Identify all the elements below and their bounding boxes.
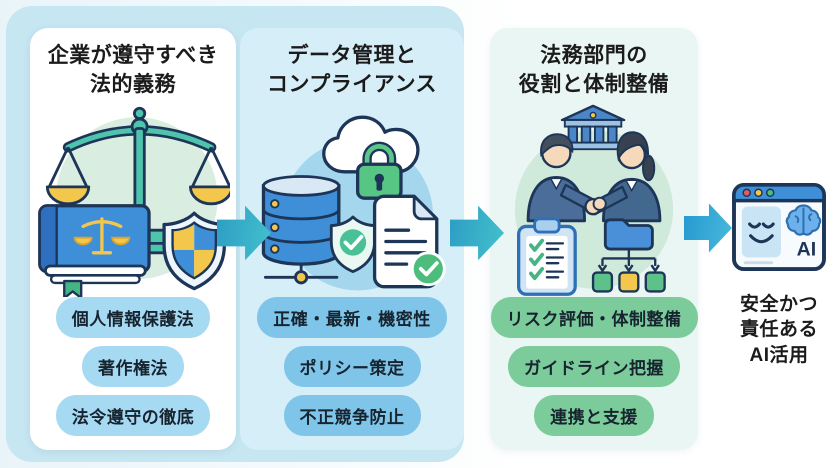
pill: 不正競争防止 [283,395,421,436]
legal-dept-icons [514,104,674,296]
pill: リスク評価・体制整備 [490,297,698,338]
panel-title-line2: コンプライアンス [266,72,438,96]
result-label-line1: 安全かつ [739,294,818,315]
ai-badge: AI [797,238,817,260]
pill: 法令遵守の徹底 [55,395,211,436]
browser-titlebar [732,183,826,203]
pill-list: 正確・最新・機密性 ポリシー策定 不正競争防止 [246,297,458,440]
shield-check-icon [329,215,377,273]
panel-title-line1: データ管理と [287,44,417,67]
document-check-icon [372,194,446,289]
panel-legal-obligations: 企業が遵守すべき 法的義務 [30,28,236,450]
brain-icon [785,204,822,236]
result-label-line2: 責任ある [739,319,818,341]
ai-browser-icon: AI [732,183,826,272]
law-book-icon [38,204,151,297]
panel-title-line2: 法的義務 [90,72,176,96]
smiley-face-icon [741,206,781,258]
panel-title: 法務部門の 役割と体制整備 [519,42,670,100]
cloud-lock-icon [322,115,420,200]
legal-icons [38,106,230,297]
panel-title: 企業が遵守すべき 法的義務 [48,42,219,100]
window-dot-green [765,188,775,198]
clipboard-checklist-icon [517,217,577,296]
handshake-icon [526,131,662,223]
panel-title: データ管理と コンプライアンス [267,42,437,100]
pill: 連携と支援 [534,395,654,436]
quartered-shield-icon [162,211,226,291]
pill: 個人情報保護法 [55,297,211,338]
panel-title-line2: 役割と体制整備 [518,72,670,96]
result-block: AI 安全かつ 責任ある AI活用 [727,183,831,368]
result-label-line3: AI活用 [749,344,809,366]
data-icons [261,115,446,291]
window-footer-line [743,261,774,265]
pill: ガイドライン把握 [508,346,680,387]
pill: 著作権法 [82,346,184,387]
window-dot-yellow [754,188,763,198]
panel-title-line1: 企業が遵守すべき [47,44,219,67]
panel-data-compliance: データ管理と コンプライアンス [240,28,464,450]
window-dot-red [742,188,751,198]
result-label: 安全かつ 責任ある AI活用 [727,292,831,368]
database-shield-icon [261,175,341,285]
pill-list: 個人情報保護法 著作権法 法令遵守の徹底 [36,297,230,440]
panel-legal-department: 法務部門の 役割と体制整備 [490,28,698,450]
pill-list: リスク評価・体制整備 ガイドライン把握 連携と支援 [490,297,698,440]
pill: ポリシー策定 [283,346,421,387]
pill: 正確・最新・機密性 [257,297,447,338]
panel-title-line1: 法務部門の [540,44,648,67]
folder-orgchart-icon [591,218,666,293]
bank-icon [560,104,626,151]
gold-scales-emblem [73,217,131,255]
